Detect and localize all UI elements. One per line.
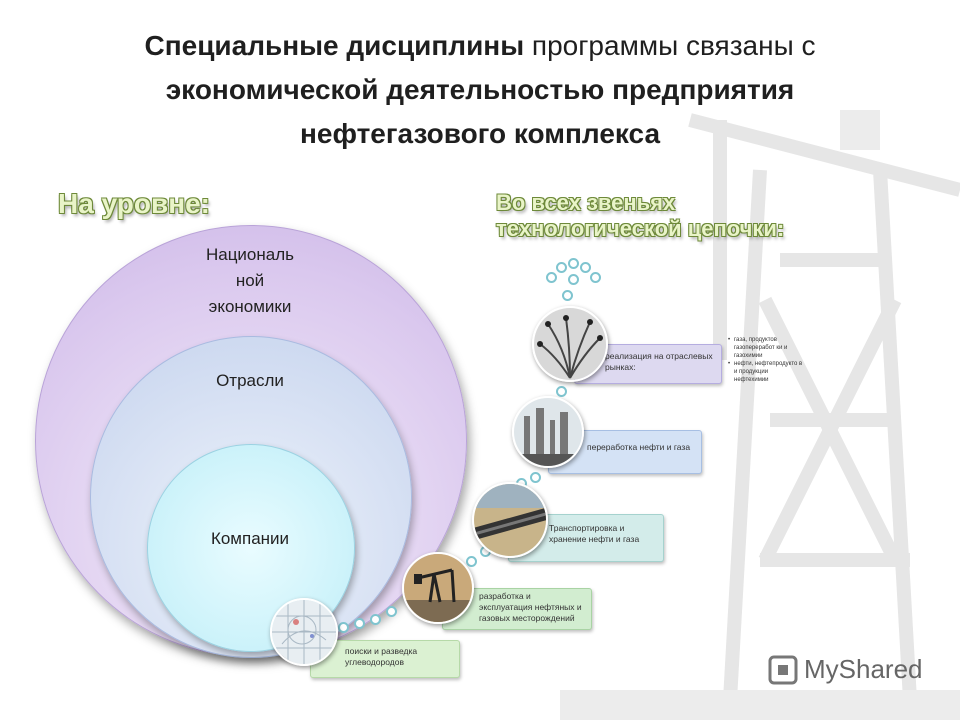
national-economy-label: Националь ной экономики	[205, 245, 295, 316]
connector-dot	[562, 290, 573, 301]
step-exploration: поиски и разведка углеводородов	[310, 640, 460, 678]
connector-dot	[568, 258, 579, 269]
chain-heading: Во всех звеньях технологической цепочки:	[496, 190, 785, 241]
industries-label: Отрасли	[216, 371, 284, 390]
page-title: Специальные дисциплины программы связаны…	[144, 30, 816, 149]
connector-dot	[590, 272, 601, 283]
connector-dot	[546, 272, 557, 283]
connector-dot	[370, 614, 381, 625]
connector-dot	[530, 472, 541, 483]
pump-jack-image	[402, 552, 474, 624]
bullet-item: нефти, нефтепродукто в и продукции нефте…	[728, 360, 804, 384]
connector-dot	[338, 622, 349, 633]
connector-dot	[466, 556, 477, 567]
connector-dot	[568, 274, 579, 285]
connector-dot	[386, 606, 397, 617]
myshared-logo: MyShared	[768, 654, 923, 685]
companies-label: Компании	[210, 529, 290, 548]
pipeline-image	[472, 482, 548, 558]
fiber-optic-image	[532, 306, 608, 382]
refinery-image	[512, 396, 584, 468]
connector-dot	[556, 386, 567, 397]
levels-heading: На уровне:	[58, 188, 211, 219]
connector-dot	[556, 262, 567, 273]
market-bullets: газа, продуктов газопереработ ки и газох…	[728, 336, 804, 384]
logo-text: MyShared	[804, 654, 923, 684]
connector-dot	[354, 618, 365, 629]
connector-dot	[580, 262, 591, 273]
myshared-logo-icon	[768, 655, 798, 684]
bullet-item: газа, продуктов газопереработ ки и газох…	[728, 336, 804, 360]
exploration-map-image	[270, 598, 338, 666]
